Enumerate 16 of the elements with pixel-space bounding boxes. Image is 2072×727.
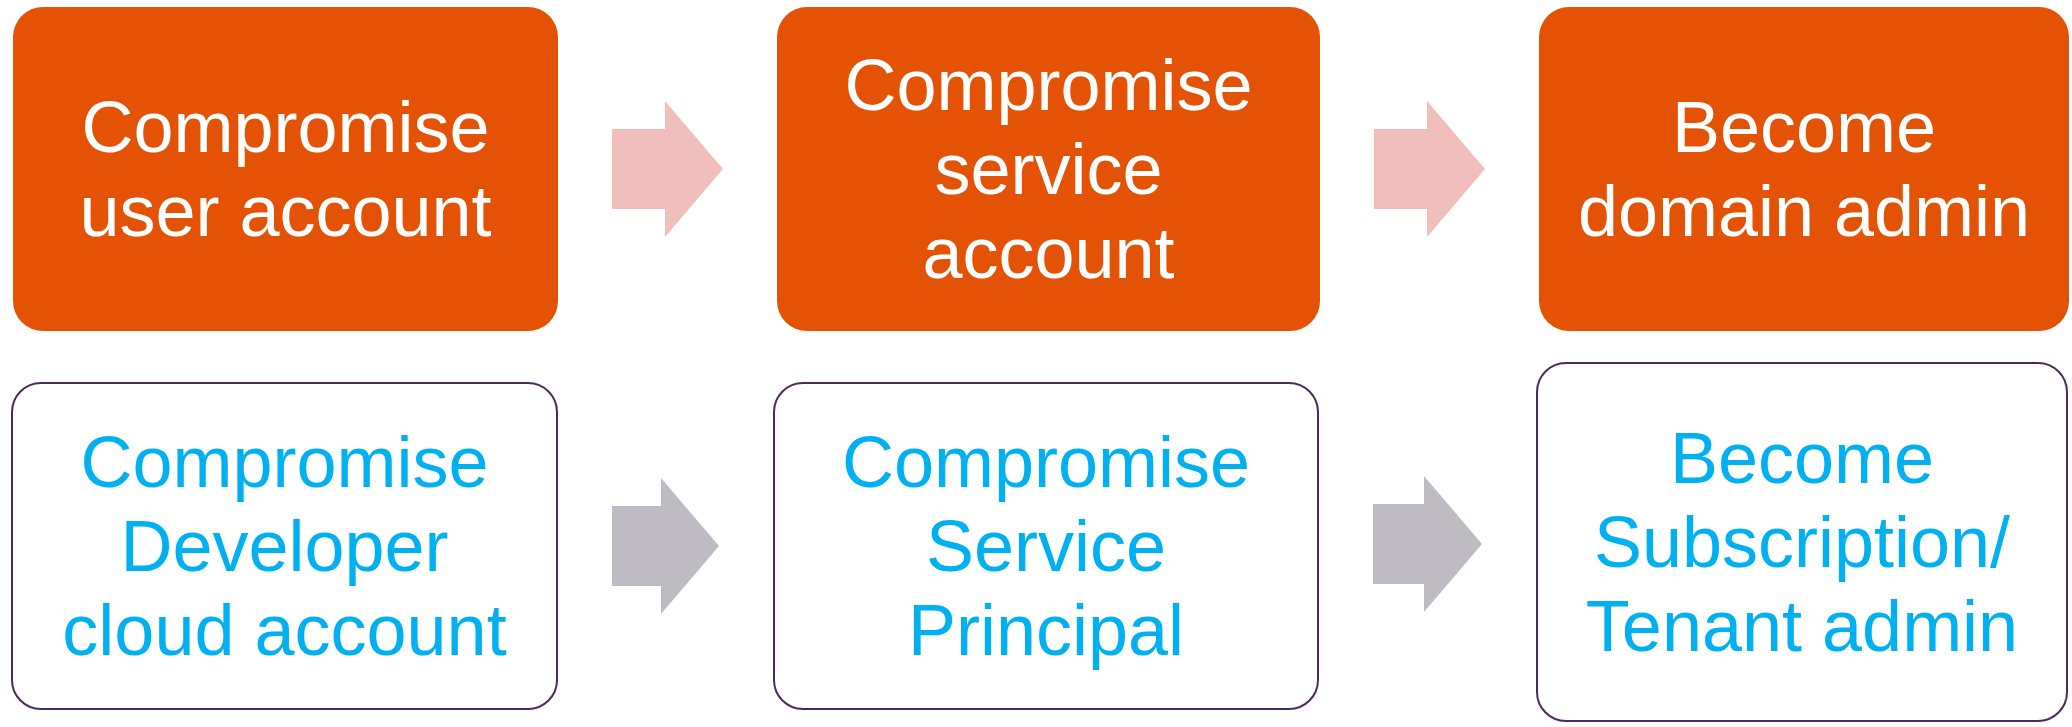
block-arrow	[1374, 101, 1485, 237]
block-arrow	[612, 101, 723, 237]
process-box	[13, 7, 558, 331]
box-label: Become Subscription/ Tenant admin	[1584, 416, 2020, 669]
process-box	[11, 382, 558, 710]
process-box	[1539, 7, 2069, 331]
box-label: Compromise Developer cloud account	[61, 420, 508, 673]
process-box	[773, 382, 1319, 710]
block-arrow	[1373, 476, 1482, 612]
process-box	[1536, 362, 2068, 722]
box-label: Compromise service account	[843, 43, 1254, 296]
box-label: Compromise user account	[78, 85, 493, 253]
box-label: Compromise Service Principal	[840, 420, 1252, 673]
box-label: Become domain admin	[1576, 85, 2032, 253]
block-arrow	[612, 478, 719, 614]
process-box	[777, 7, 1320, 331]
